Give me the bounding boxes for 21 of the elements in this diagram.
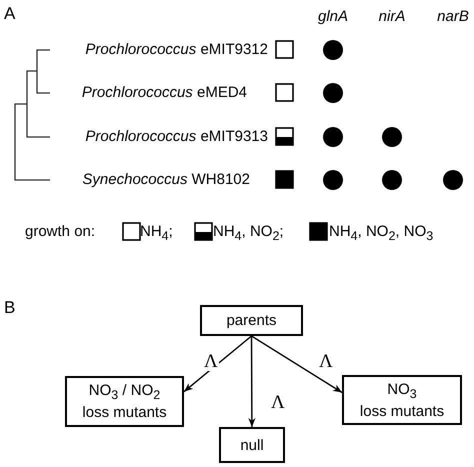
species-name: Prochlorococcus eMIT9312 — [85, 41, 268, 58]
arrow — [248, 336, 256, 427]
process-box: parents — [200, 305, 303, 336]
panel-label: B — [4, 298, 16, 318]
legend-text: NH$_{4}$, NO$_{2}$, NO$_{3}$ — [329, 223, 434, 243]
column-header: narB — [437, 8, 469, 25]
legend-title: growth on: — [25, 223, 96, 240]
species-name: Prochlorococcus eMIT9313 — [85, 128, 268, 145]
column-header: glnA — [318, 8, 348, 25]
arrow — [184, 335, 252, 392]
legend-text: NH$_{4}$, NO$_{2}$; — [213, 223, 284, 243]
panel-label: A — [4, 4, 16, 24]
process-box: null — [219, 427, 285, 463]
edge-label: Λ — [203, 352, 219, 371]
arrow — [251, 335, 342, 394]
species-name: Prochlorococcus eMED4 — [82, 84, 247, 101]
process-box: NO$_{3}$ / NO$_{2}$ loss mutants — [65, 376, 184, 427]
process-box: NO$_{3}$ loss mutants — [342, 375, 462, 425]
species-name: Synechococcus WH8102 — [82, 171, 250, 188]
legend-text: NH$_{4}$; — [140, 223, 173, 243]
column-header: nirA — [378, 8, 406, 25]
